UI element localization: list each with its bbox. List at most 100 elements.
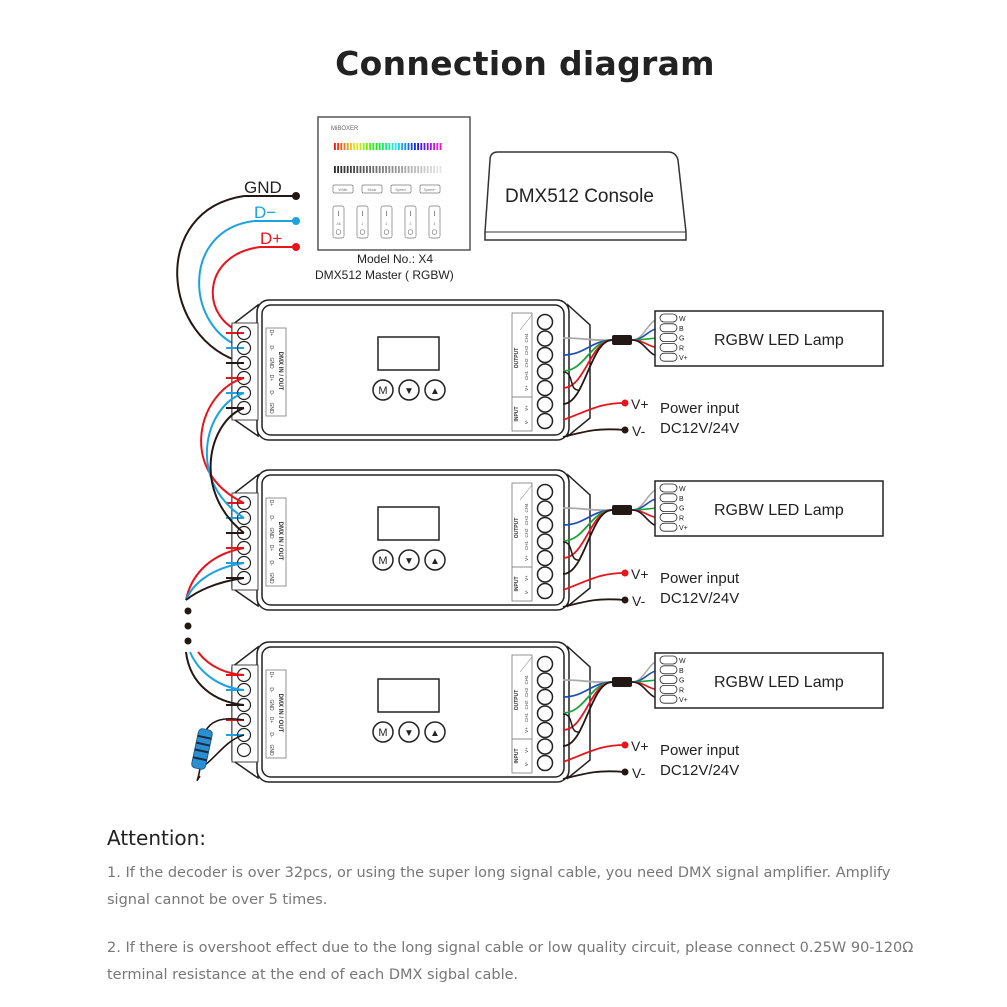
output-terminal-screw [536, 379, 554, 397]
color-bar-segment [391, 143, 394, 150]
dmx-terminal-screw [236, 355, 252, 371]
brightness-bar-segment [366, 166, 368, 173]
color-bar-segment [433, 143, 435, 150]
brightness-bar-segment [356, 166, 359, 173]
dmx-terminal-screw [236, 727, 252, 743]
brightness-bar-segment [426, 166, 429, 173]
power-v-minus-wire [562, 598, 626, 608]
lamp-pin [659, 503, 678, 513]
color-bar-segment [343, 143, 346, 150]
brightness-bar-segment [420, 166, 423, 173]
brightness-bar-segment [334, 166, 336, 173]
decoder-button-label: ▼ [404, 386, 414, 397]
power-input-label: Power input [660, 400, 740, 417]
color-bar-segment [385, 143, 387, 150]
continuation-dot [184, 637, 192, 645]
master-mode-button-label: Speed- [395, 188, 407, 192]
brightness-bar-segment [417, 166, 419, 173]
master-brand: MiBOXER [331, 126, 359, 132]
color-bar-segment [375, 143, 378, 150]
input-caption: INPUT [514, 407, 520, 422]
output-terminal-label: CH4 [524, 675, 529, 684]
lamp-pin [659, 352, 678, 362]
color-bar-segment [417, 143, 419, 150]
v-minus-label: V- [632, 765, 646, 781]
v-plus-dot [621, 741, 629, 749]
lamp-pin-label: R [679, 687, 684, 694]
dmx-terminal-screw [236, 495, 252, 511]
dmx-terminal-label: D- [268, 390, 274, 396]
input-terminal-label: V+ [524, 575, 529, 581]
lamp-pin-label: B [679, 326, 684, 333]
v-plus-label: V+ [631, 396, 649, 412]
dmx-terminal-screw [236, 525, 252, 541]
dmx-terminal-screw [236, 325, 252, 341]
power-voltage-label: DC12V/24V [660, 420, 739, 437]
color-bar-segment [394, 143, 397, 150]
color-bar [334, 143, 442, 150]
jumper-wire [562, 713, 581, 733]
console-label: DMX512 Console [505, 186, 654, 207]
power-input-label: Power input [660, 570, 740, 587]
output-terminal-label: CH1 [524, 541, 529, 550]
color-bar-segment [430, 143, 432, 150]
master-model: Model No.: X4 [357, 252, 433, 266]
input-terminal-label: V+ [524, 405, 529, 411]
dmx-terminal-label: GND [268, 402, 274, 414]
decoder-button-label: ▼ [404, 728, 414, 739]
output-terminal-screw [536, 483, 554, 501]
brightness-bar-segment [362, 166, 365, 173]
lamp-pin [659, 483, 678, 493]
gnd-label: GND [244, 178, 282, 197]
output-terminal-screw [536, 566, 554, 583]
dmx-terminal-label: D- [268, 687, 274, 693]
color-bar-segment [398, 143, 400, 150]
decoder-button [372, 721, 394, 743]
dmx-terminal-label: D- [268, 345, 274, 351]
dmx-terminal-label: GND [268, 744, 274, 756]
color-bar-segment [420, 143, 423, 150]
color-bar-segment [359, 143, 362, 150]
lamp-pin-label: W [679, 316, 686, 323]
master-mode-button [332, 184, 354, 194]
master-mode-button-label: Speed+ [424, 188, 436, 192]
cable-sleeve [612, 505, 632, 515]
output-terminal-screw [536, 363, 554, 380]
lcd-screen [377, 336, 440, 371]
brightness-bar-segment [439, 166, 442, 173]
master-mode-button-label: White [339, 188, 348, 192]
dmx-terminal-screw [236, 340, 252, 356]
lamp-pin-label: V+ [679, 525, 688, 532]
output-label-panel [511, 312, 533, 432]
master-zone-label: 2 [386, 222, 388, 226]
decoder-button-label: ▼ [404, 556, 414, 567]
output-terminal-screw [536, 549, 554, 567]
color-bar-segment [414, 143, 416, 150]
dmx-terminal-screw [236, 712, 252, 728]
output-terminal-screw [536, 396, 554, 413]
color-bar-segment [369, 143, 371, 150]
lamp-pin-label: W [679, 486, 686, 493]
dmx-terminal-label: D+ [268, 375, 274, 382]
dmx-terminal-screw [236, 555, 252, 571]
attention-note-1: 1. If the decoder is over 32pcs, or usin… [107, 865, 891, 908]
output-terminal-screw [536, 754, 554, 772]
lamp-pin [659, 333, 678, 343]
output-terminal-screw [536, 705, 554, 722]
label-slash [519, 656, 533, 673]
master-zone-label: All [337, 222, 341, 226]
lamp-pin-label: V+ [679, 697, 688, 704]
color-bar-segment [362, 143, 365, 150]
output-terminal-label: CH1 [524, 371, 529, 380]
dmx-caption: DMX IN / OUT [277, 694, 283, 733]
brightness-bar-segment [436, 166, 439, 173]
color-bar-segment [372, 143, 375, 150]
decoder-inner-frame [261, 646, 565, 778]
power-voltage-label: DC12V/24V [660, 762, 739, 779]
output-caption: OUTPUT [514, 348, 520, 369]
color-bar-segment [337, 143, 339, 150]
signal-inputs: GND D− D+ [176, 178, 300, 364]
zone-led [335, 229, 342, 235]
